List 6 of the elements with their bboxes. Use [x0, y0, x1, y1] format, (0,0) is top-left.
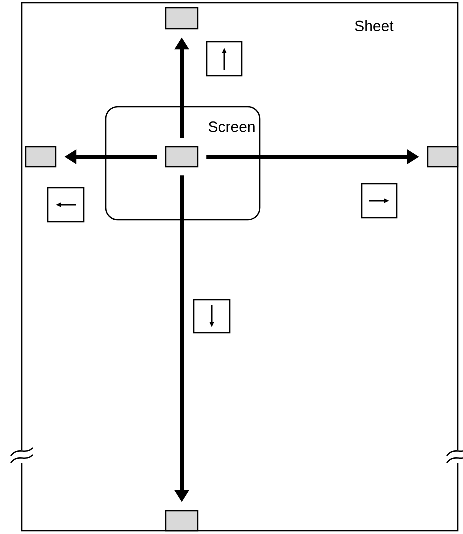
- key-box: [165, 510, 199, 532]
- screen-frame: Screen: [105, 106, 261, 221]
- key-box: [165, 7, 199, 30]
- key-box: [165, 146, 199, 168]
- key-box: [25, 146, 57, 168]
- key-box: [427, 146, 459, 168]
